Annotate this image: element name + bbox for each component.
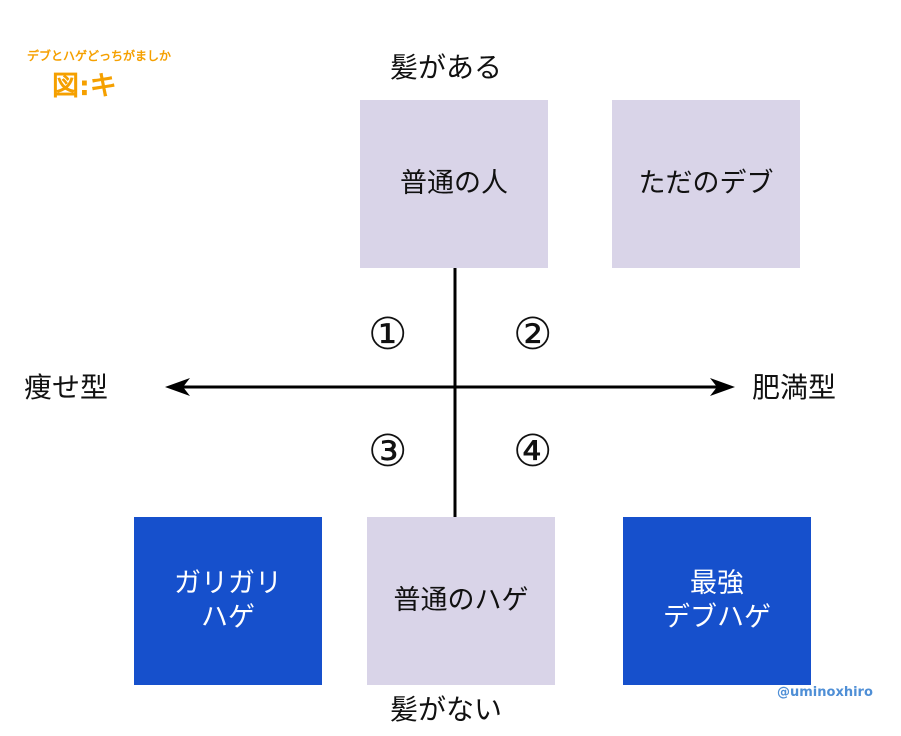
watermark: @uminoxhiro — [777, 685, 873, 700]
quadrant-1-label: ① — [368, 309, 408, 360]
axis-label-right: 肥満型 — [752, 371, 837, 404]
box-skinny-bald: ガリガリ ハゲ — [134, 517, 322, 685]
box-normal-bald: 普通のハゲ — [367, 517, 555, 685]
axis-label-top: 髪がある — [390, 51, 503, 84]
box-strongest-fat-bald: 最強 デブハゲ — [623, 517, 811, 685]
quadrant-2-label: ② — [513, 309, 553, 360]
left-arrowhead — [165, 378, 190, 396]
right-arrowhead — [710, 378, 735, 396]
box-just-fat: ただのデブ — [612, 100, 800, 268]
box-normal-person: 普通の人 — [360, 100, 548, 268]
axis-label-left: 痩せ型 — [24, 371, 109, 404]
figure-label: 図:キ — [52, 71, 117, 102]
quadrant-3-label: ③ — [368, 426, 408, 477]
quadrant-4-label: ④ — [513, 426, 553, 477]
subtitle: デブとハゲどっちがましか — [27, 49, 172, 63]
axis-label-bottom: 髪がない — [390, 693, 503, 726]
